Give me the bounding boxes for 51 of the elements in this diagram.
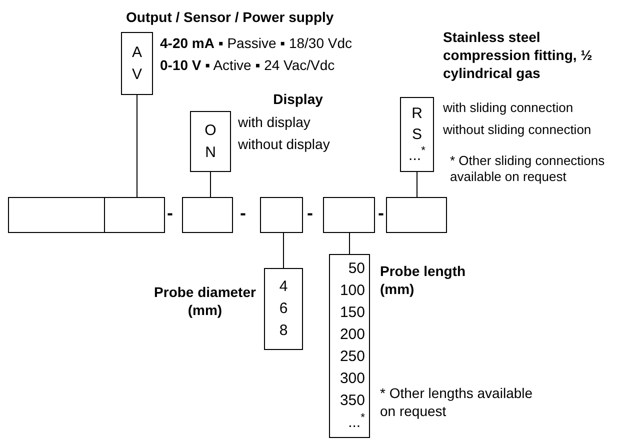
code-slot — [105, 197, 165, 233]
separator-dash: - — [307, 202, 313, 225]
code-slot — [260, 197, 303, 233]
connector-line — [416, 172, 418, 198]
option-code: R — [412, 104, 422, 124]
option-box — [121, 32, 153, 95]
option-description: without display — [238, 135, 331, 153]
separator-dash: - — [378, 202, 384, 225]
section-heading: Stainless steel compression fitting, ½ cylindrical gas — [443, 28, 593, 82]
option-code: 6 — [279, 299, 288, 319]
section-heading: Display — [272, 90, 324, 108]
model-box — [8, 197, 105, 233]
option-description: with display — [238, 113, 312, 131]
section-heading: Probe diameter (mm) — [153, 283, 257, 319]
connector-line — [210, 172, 211, 198]
option-description: without sliding connection — [443, 122, 592, 138]
option-box — [190, 111, 231, 172]
option-code: 100 — [340, 281, 365, 301]
option-description: 0-10 V ▪ Active ▪ 24 Vac/Vdc — [160, 56, 336, 74]
option-code: 250 — [340, 347, 365, 367]
code-slot — [323, 197, 375, 233]
option-box — [329, 254, 370, 438]
option-description: * Other sliding connections available on request — [450, 153, 606, 185]
option-code: ...$^{*}$ — [408, 145, 426, 166]
connector-line — [349, 232, 350, 254]
option-code: 350 — [340, 391, 365, 411]
option-box — [264, 268, 303, 350]
option-description: 4-20 mA ▪ Passive ▪ 18/30 Vdc — [160, 34, 354, 52]
option-code: 50 — [348, 259, 365, 279]
separator-dash: - — [240, 202, 246, 225]
code-slot — [182, 197, 233, 233]
option-code: A — [132, 42, 142, 62]
option-code: V — [132, 64, 142, 84]
option-box — [400, 97, 434, 172]
section-heading: Probe length (mm) — [380, 262, 467, 298]
code-slot — [386, 197, 447, 233]
option-code: N — [205, 142, 216, 162]
option-code: S — [412, 125, 422, 145]
option-code: 4 — [279, 277, 288, 297]
option-code: 150 — [340, 303, 365, 323]
connector-line — [136, 94, 138, 198]
option-code: 8 — [279, 321, 288, 341]
section-heading: Output / Sensor / Power supply — [126, 8, 335, 26]
connector-line — [283, 232, 284, 268]
separator-dash: - — [167, 202, 173, 225]
option-code: 200 — [340, 325, 365, 345]
option-code: ...$^{*}$ — [348, 412, 365, 433]
option-code: 300 — [340, 369, 365, 389]
option-code: O — [204, 120, 216, 140]
option-description: with sliding connection — [443, 100, 574, 116]
option-description: * Other lengths available on request — [380, 384, 534, 420]
